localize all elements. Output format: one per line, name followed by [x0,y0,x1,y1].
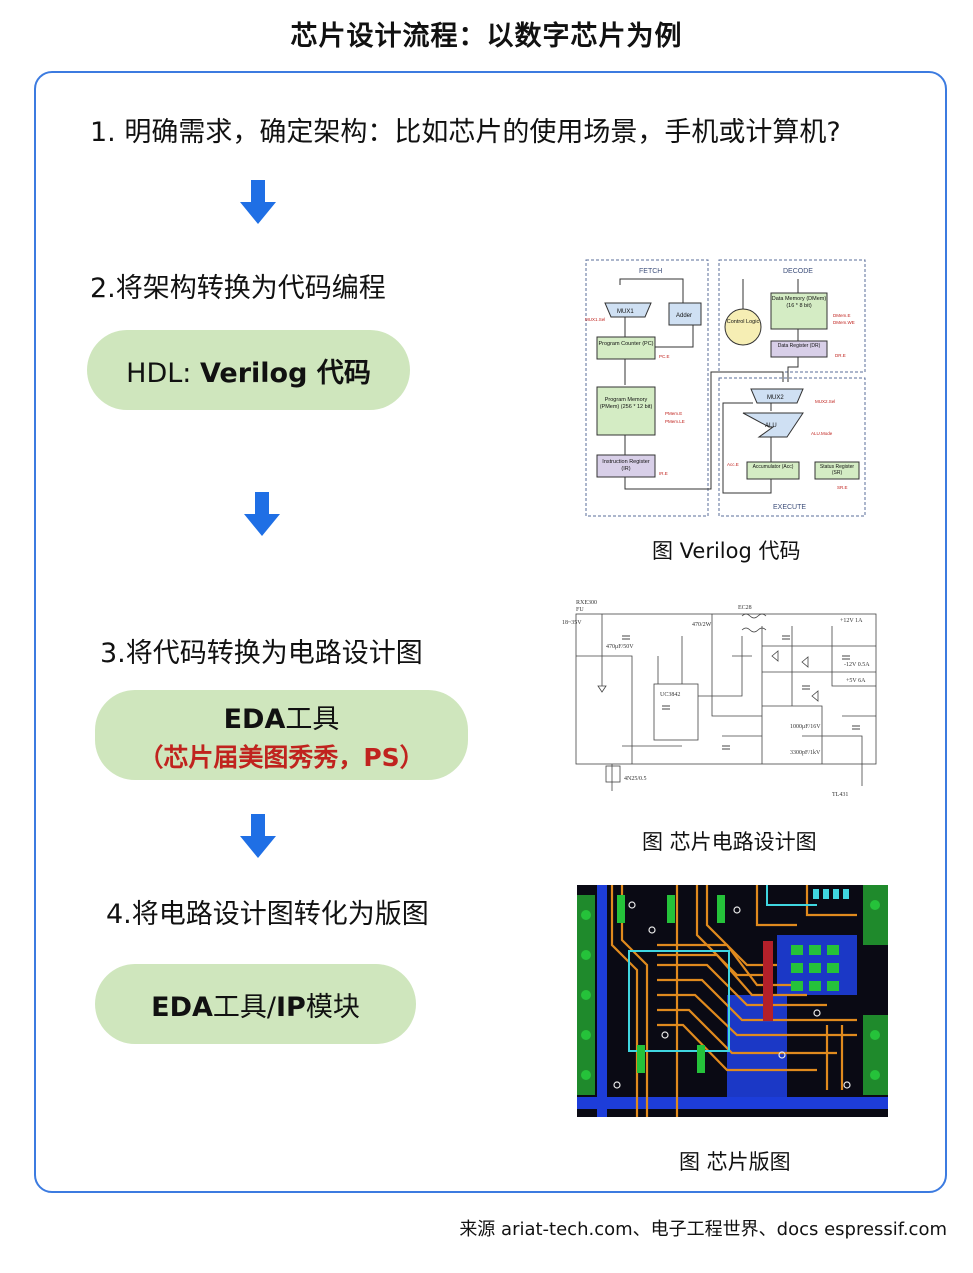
circuit-label: UC3842 [660,692,680,698]
sr-label: Status Register (SR) [819,464,855,476]
circuit-label: 470μF/50V [606,644,634,650]
hdl-verilog-label: Verilog 代码 [199,357,371,389]
pc-e-label: PC.E [659,354,670,359]
dr-label: Data Register (DR) [777,343,821,349]
dmem-block [770,292,828,330]
pmem-label: Program Memory (PMem) (256 * 12 bit) [599,397,653,410]
dmem-e-label: DMem.E [833,313,851,318]
sr-block [814,461,860,480]
step-1-text: 1. 明确需求，确定架构：比如芯片的使用场景，手机或计算机? [90,117,841,148]
decode-label: DECODE [783,268,813,275]
eda-label: EDA [151,991,213,1023]
circuit-label: RXE300 [576,600,597,606]
eda-note: （芯片届美图秀秀，PS） [138,742,425,772]
ir-e-label: IR.E [659,471,668,476]
verilog-architecture-diagram: FETCH DECODE EXECUTE MUX1 MUX1.Sel Adder… [583,257,868,519]
circuit-label: +5V 6A [846,678,866,684]
acc-block [746,461,800,480]
adder-block [668,302,702,326]
control-logic-block [724,308,762,346]
control-logic-label: Control Logic [726,319,760,325]
circuit-schematic: RXE300 FU 18~35V EC28 470/2W +12V 1A 470… [562,596,892,800]
circuit-label: 18~35V [562,620,582,626]
hdl-prefix: HDL: [126,357,200,389]
fetch-region [585,259,709,517]
circuit-label: 3300pF/1kV [790,750,821,756]
step-4-text: 4.将电路设计图转化为版图 [106,899,429,930]
mux1-sel-label: MUX1.Sel [585,317,605,322]
tool-label: 工具 [285,703,340,735]
ip-label: IP [276,991,306,1023]
verilog-caption: 图 Verilog 代码 [652,539,801,563]
alu-label: ALU [765,423,777,429]
circuit-label: 1000μF/16V [790,724,821,730]
mux2-label: MUX2 [767,395,784,401]
acc-e-label: Acc.E [727,462,739,467]
circuit-caption: 图 芯片电路设计图 [642,830,817,854]
layout-caption: 图 芯片版图 [679,1150,791,1174]
pmem-le-label: PMem.LE [665,419,685,424]
fetch-label: FETCH [639,268,662,275]
ir-block [596,454,656,478]
circuit-label: TL431 [832,792,848,798]
adder-label: Adder [676,313,692,319]
pcb-layout-image [577,885,888,1117]
dmem-we-label: DMem.WE [833,320,855,325]
source-note: 来源 ariat-tech.com、电子工程世界、docs espressif.… [459,1219,947,1240]
pmem-e-label: PMem.E [665,411,682,416]
eda-tool-pill: EDA工具 （芯片届美图秀秀，PS） [95,690,468,780]
decode-region [718,259,866,373]
eda-label: EDA [223,703,286,735]
dr-e-label: DR.E [835,353,846,358]
acc-label: Accumulator (Acc) [752,464,794,470]
step-3-text: 3.将代码转换为电路设计图 [100,638,423,669]
dmem-label: Data Memory (DMem) (16 * 8 bit) [771,296,827,309]
page-title: 芯片设计流程：以数字芯片为例 [290,21,683,52]
circuit-label: -12V 0.5A [844,662,870,668]
sr-e-label: SR.E [837,485,848,490]
pmem-block [596,386,656,436]
mux2-block [750,388,804,404]
execute-region [718,377,866,517]
circuit-label: 470/2W [692,622,712,628]
circuit-label: EC28 [738,605,752,611]
mux1-label: MUX1 [617,309,634,315]
dr-block [770,340,828,358]
step-2-text: 2.将架构转换为代码编程 [90,273,386,304]
down-arrow-icon [240,814,276,858]
down-arrow-icon [244,492,280,536]
pc-block [596,336,656,360]
module-label: 模块 [305,991,360,1023]
tool-label: 工具/ [212,991,277,1023]
circuit-label: +12V 1A [840,618,863,624]
circuit-label: 4N25/0.5 [624,776,647,782]
pc-label: Program Counter (PC) [598,341,654,347]
mux2-sel-label: MUX2.Sel [815,399,835,404]
alu-mode-label: ALU.Mode [811,431,833,436]
alu-block [742,412,804,438]
ir-label: Instruction Register (IR) [602,459,650,472]
execute-label: EXECUTE [773,504,806,511]
eda-ip-pill: EDA工具/IP模块 [95,964,416,1044]
mux1-block [604,302,652,318]
hdl-verilog-pill: HDL: Verilog 代码 [87,330,410,410]
circuit-label: FU [576,607,584,613]
down-arrow-icon [240,180,276,224]
